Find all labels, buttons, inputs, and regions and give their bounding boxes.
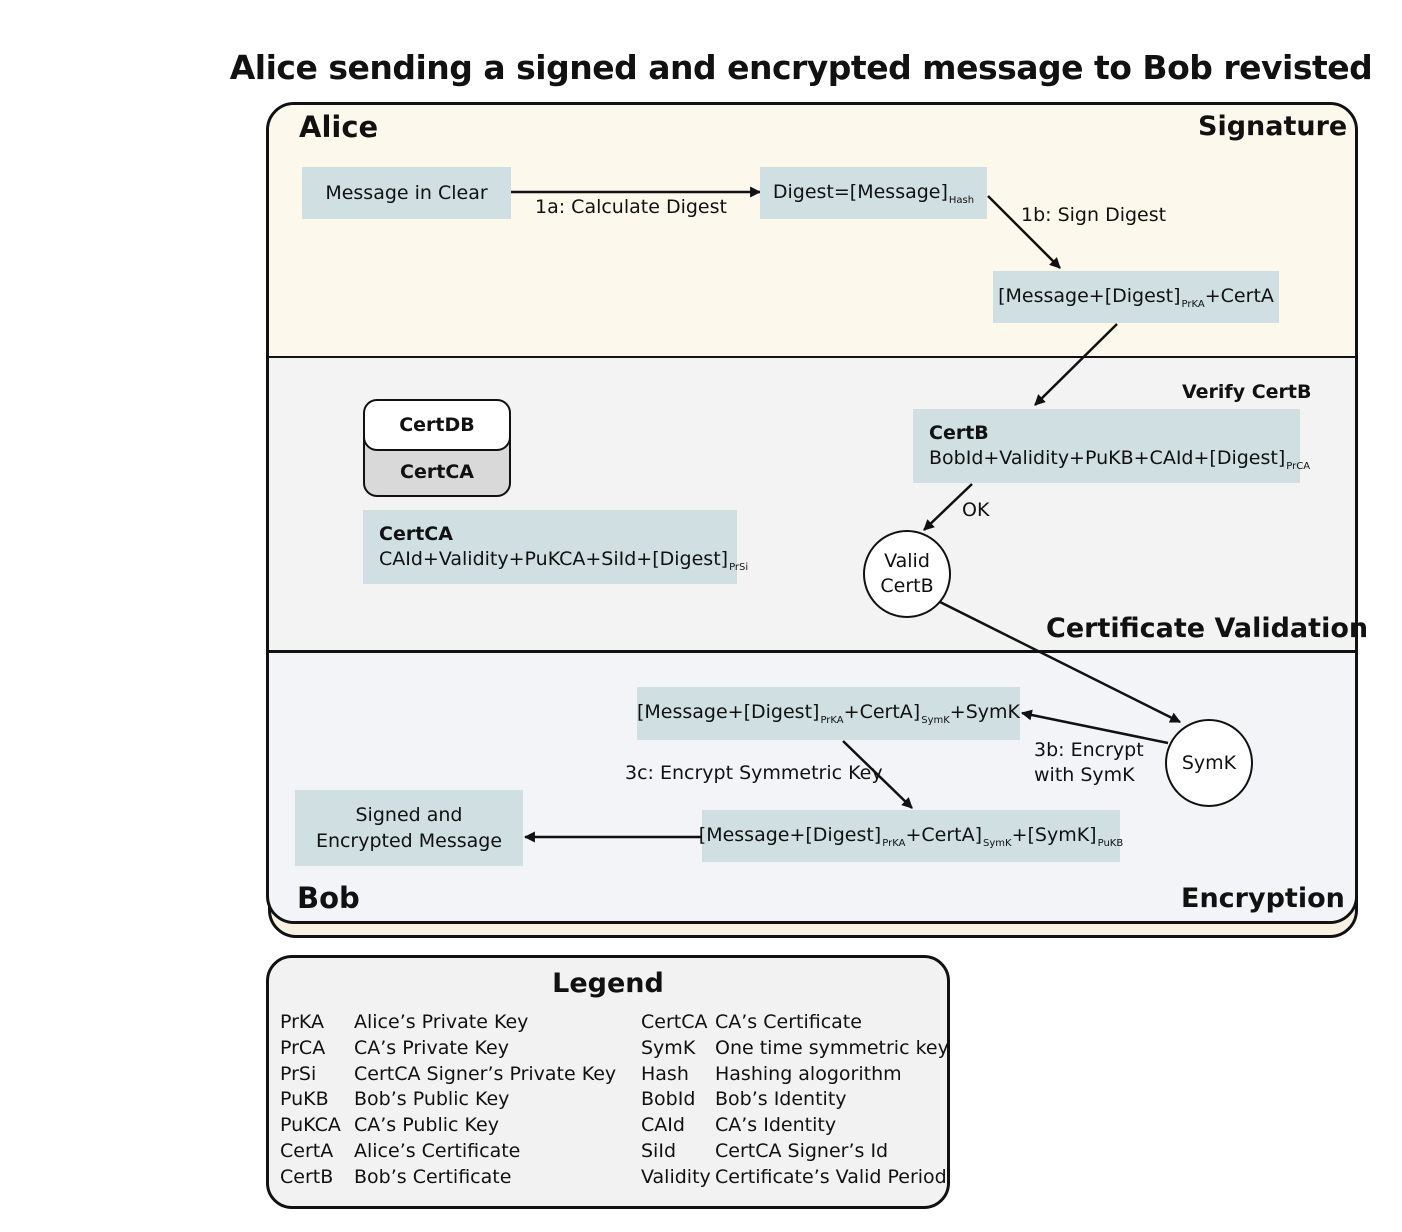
section-signature: Signature: [1198, 111, 1348, 142]
legend-abbr: BobId: [641, 1088, 696, 1111]
legend-definition: CA’s Certificate: [715, 1011, 862, 1033]
edge-1b-label: 1b: Sign Digest: [1021, 204, 1167, 226]
node-certb-title: CertB: [929, 422, 989, 444]
edge-ok: [923, 483, 973, 531]
verify-certb-label: Verify CertB: [1182, 381, 1312, 403]
node-certca-body: CAId+Validity+PuKCA+SiId+[Digest]PrSi: [379, 548, 749, 573]
node-signed-encrypted-message: Signed and Encrypted Message: [295, 790, 523, 866]
legend-abbr: Validity: [641, 1165, 711, 1188]
legend-definition: Alice’s Certificate: [354, 1140, 521, 1162]
node-certb-body: BobId+Validity+PuKB+CAId+[Digest]PrCA: [929, 447, 1311, 472]
edge-ok-label: OK: [962, 499, 990, 521]
edge-3b-line2: with SymK: [1034, 764, 1135, 786]
legend-abbr: CertB: [280, 1165, 334, 1188]
node-certb: CertB BobId+Validity+PuKB+CAId+[Digest]P…: [913, 409, 1311, 483]
node-message-in-clear: Message in Clear: [302, 167, 511, 219]
node-signed-message-label: [Message+[Digest]PrKA+CertA: [998, 284, 1274, 310]
legend-abbr: PuKB: [280, 1088, 329, 1111]
legend-definition: CertCA Signer’s Id: [715, 1140, 889, 1162]
node-symk-label: SymK: [1181, 752, 1237, 774]
legend-definition: Certificate’s Valid Period: [715, 1165, 947, 1188]
node-symk: SymK: [1165, 719, 1253, 807]
legend-abbr: SymK: [641, 1036, 696, 1059]
diagram-title: Alice sending a signed and encrypted mes…: [229, 48, 1373, 87]
node-encrypted-with-key-label: [Message+[Digest]PrKA+CertA]SymK+[SymK]P…: [698, 823, 1124, 849]
legend-title: Legend: [552, 968, 664, 999]
node-message-in-clear-label: Message in Clear: [325, 182, 488, 204]
legend-definition: CA’s Public Key: [354, 1114, 499, 1137]
node-encrypted-message-label: [Message+[Digest]PrKA+CertA]SymK+SymK: [637, 701, 1020, 726]
legend-definition: CertCA Signer’s Private Key: [354, 1062, 617, 1085]
node-final-line1: Signed and: [355, 804, 463, 826]
section-bob: Bob: [297, 881, 360, 915]
edge-1b: [987, 195, 1061, 269]
legend-definition: Alice’s Private Key: [354, 1011, 529, 1033]
node-digest: Digest=[Message]Hash: [760, 167, 987, 219]
legend-abbr: CAId: [641, 1114, 685, 1137]
node-valid-certb: Valid CertB: [863, 530, 951, 618]
node-certca-title: CertCA: [379, 523, 453, 545]
legend-abbr: CertCA: [641, 1011, 708, 1033]
node-certca: CertCA CAId+Validity+PuKCA+SiId+[Digest]…: [363, 510, 749, 584]
node-encrypted-message: [Message+[Digest]PrKA+CertA]SymK+SymK: [637, 687, 1020, 740]
section-certificate-validation: Certificate Validation: [1046, 613, 1369, 644]
certdb-cylinder: CertDB CertCA: [363, 399, 511, 497]
edge-3b: [1020, 709, 1169, 745]
certdb-label: CertDB: [363, 399, 511, 451]
section-encryption: Encryption: [1181, 883, 1345, 914]
node-signed-message: [Message+[Digest]PrKA+CertA: [993, 271, 1279, 323]
section-alice: Alice: [299, 110, 379, 144]
legend-abbr: PrCA: [280, 1036, 326, 1059]
legend-abbr: PrSi: [280, 1062, 317, 1085]
legend-definition: Bob’s Identity: [715, 1088, 847, 1111]
edge-3c-label: 3c: Encrypt Symmetric Key: [625, 762, 883, 784]
legend-abbr: SiId: [641, 1140, 677, 1162]
legend-definition: One time symmetric key: [715, 1036, 949, 1059]
legend-definition: CA’s Private Key: [354, 1036, 509, 1059]
legend-abbr: CertA: [280, 1140, 334, 1162]
legend-abbr: Hash: [641, 1062, 689, 1085]
node-valid-certb-line1: Valid: [884, 550, 930, 572]
edge-valid-to-symk: [939, 600, 1181, 724]
edge-signed-to-certb: [1034, 323, 1118, 406]
node-encrypted-with-key: [Message+[Digest]PrKA+CertA]SymK+[SymK]P…: [698, 810, 1124, 862]
legend-definition: Bob’s Certificate: [354, 1165, 512, 1188]
edge-1a-label: 1a: Calculate Digest: [535, 196, 727, 218]
legend-definition: CA’s Identity: [715, 1114, 837, 1137]
legend-definition: Hashing alogorithm: [715, 1062, 902, 1085]
legend-abbr: PuKCA: [280, 1114, 341, 1137]
edge-3b-line1: 3b: Encrypt: [1034, 739, 1144, 761]
node-valid-certb-line2: CertB: [880, 575, 934, 597]
edge-3c: [842, 740, 913, 809]
node-final-line2: Encrypted Message: [315, 830, 503, 852]
node-digest-label: Digest=[Message]Hash: [772, 180, 975, 206]
legend-abbr: PrKA: [280, 1011, 325, 1033]
edge-3b-label: 3b: Encrypt with SymK: [1034, 738, 1144, 788]
legend-definition: Bob’s Public Key: [354, 1088, 510, 1111]
